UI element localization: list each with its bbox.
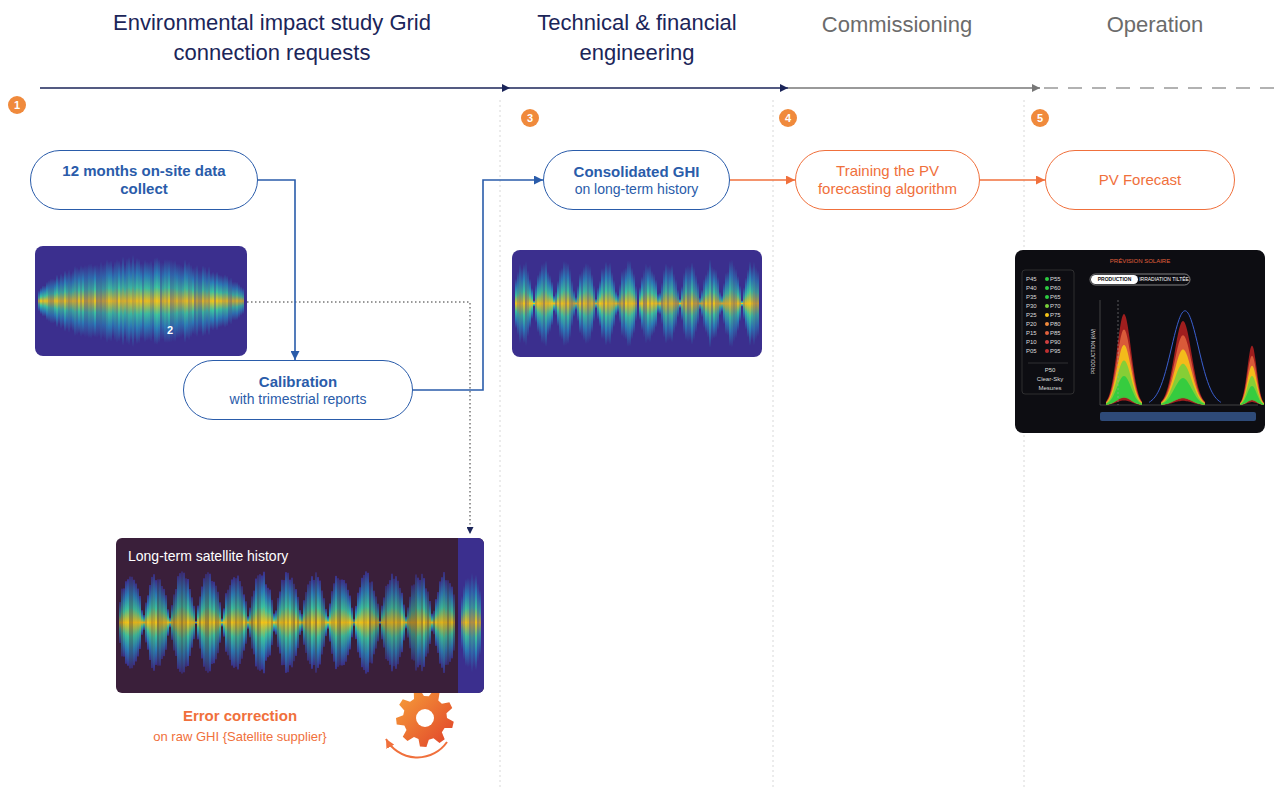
legend-percentile: P60 [1050, 284, 1068, 292]
callout-number: 5 [1031, 109, 1049, 127]
process-box: PV Forecast [1045, 150, 1235, 210]
process-box: Consolidated GHIon long-term history [543, 150, 730, 210]
gear-icon [396, 689, 454, 747]
note-text: on raw GHI {Satellite supplier} [100, 728, 380, 746]
dashboard-screenshot [1015, 250, 1265, 433]
dashboard-tab: IRRADIATION TILTÉE [1138, 276, 1190, 283]
legend-percentile: P15 [1026, 329, 1044, 337]
legend-percentile: P20 [1026, 320, 1044, 328]
legend-item: Mesures [1030, 384, 1070, 392]
satellite-panel: Long-term satellite history [116, 538, 484, 693]
legend-percentile: P80 [1050, 320, 1068, 328]
node-title: Consolidated GHI [574, 163, 700, 181]
dashboard-title: PRÉVISION SOLAIRE [1080, 257, 1200, 265]
legend-percentile: P95 [1050, 347, 1068, 355]
legend-item: Clear-Sky [1030, 375, 1070, 383]
node-title: Training the PV forecasting algorithm [814, 162, 961, 198]
phase-heading: Commissioning [797, 10, 997, 40]
axis-title: PRODUCTION (kW) [1090, 317, 1097, 387]
legend-percentile: P40 [1026, 284, 1044, 292]
phase-heading: Environmental impact study Grid connecti… [112, 8, 432, 68]
heatmap-onsite [35, 246, 247, 356]
legend-item: P50 [1030, 366, 1070, 374]
flow-connector [730, 179, 795, 181]
callout-number: 1 [8, 96, 26, 114]
flow-connector [258, 180, 295, 360]
process-box: Calibrationwith trimestrial reports [183, 360, 413, 420]
legend-percentile: P70 [1050, 302, 1068, 310]
legend-percentile: P45 [1026, 275, 1044, 283]
node-title: PV Forecast [1099, 171, 1182, 189]
dashboard-tab: PRODUCTION [1091, 276, 1138, 283]
legend-percentile: P55 [1050, 275, 1068, 283]
flow-connector [980, 179, 1045, 181]
connector-layer [258, 180, 1045, 390]
phase-heading: Technical & financial engineering [512, 8, 762, 68]
callout-number: 2 [161, 321, 179, 339]
node-subtitle: on long-term history [575, 181, 699, 198]
node-subtitle: with trimestrial reports [230, 391, 367, 408]
note-title: Error correction [130, 706, 350, 726]
legend-percentile: P75 [1050, 311, 1068, 319]
node-title: 12 months on-site data collect [49, 162, 239, 198]
legend-percentile: P05 [1026, 347, 1044, 355]
legend-percentile: P35 [1026, 293, 1044, 301]
callout-number: 4 [779, 109, 797, 127]
legend-percentile: P90 [1050, 338, 1068, 346]
legend-percentile: P10 [1026, 338, 1044, 346]
legend-percentile: P30 [1026, 302, 1044, 310]
heatmap-consolidated [512, 250, 762, 357]
legend-percentile: P65 [1050, 293, 1068, 301]
phase-heading: Operation [1055, 10, 1255, 40]
flow-connector [413, 180, 543, 390]
process-box: Training the PV forecasting algorithm [795, 150, 980, 210]
callout-number: 3 [521, 109, 539, 127]
node-title: Calibration [259, 373, 337, 391]
timeline [40, 88, 1280, 89]
legend-percentile: P85 [1050, 329, 1068, 337]
legend-percentile: P25 [1026, 311, 1044, 319]
node-title: Long-term satellite history [128, 548, 288, 565]
process-box: 12 months on-site data collect [30, 150, 258, 210]
phase-separators [500, 100, 1024, 788]
cycle-arrow [386, 739, 447, 757]
